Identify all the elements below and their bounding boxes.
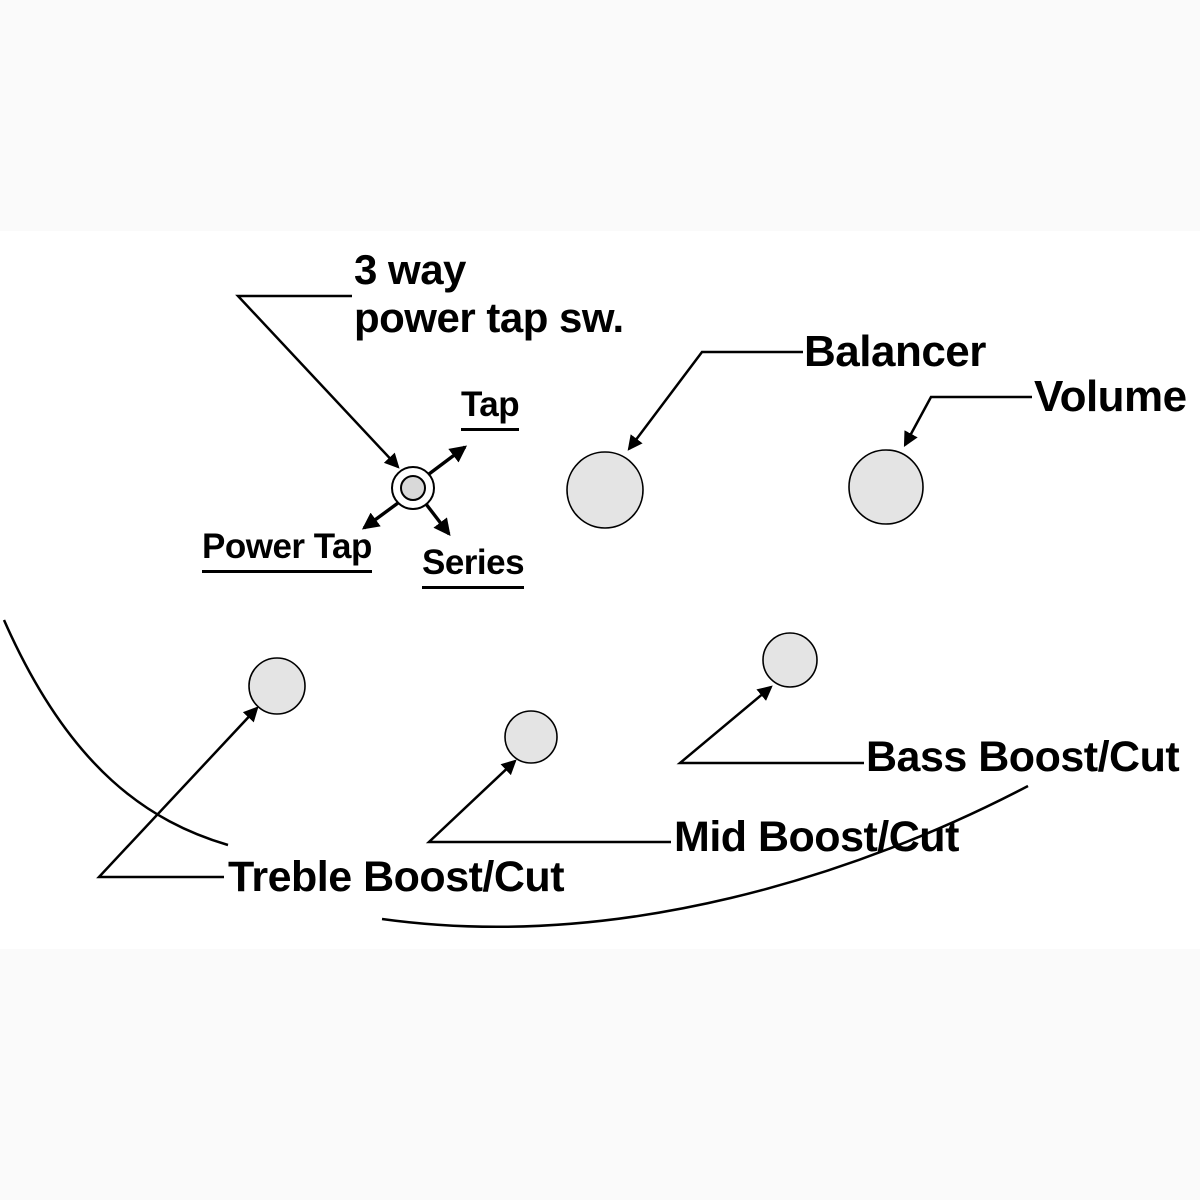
body-outline-curve-left <box>2 619 229 847</box>
mid-knob <box>504 710 558 764</box>
pointer-arrow-mid <box>425 759 671 844</box>
pointer-arrow-balancer <box>627 350 803 451</box>
pointer-arrow-3way-switch <box>235 294 400 469</box>
power-tap-position-label: Power Tap <box>202 528 372 573</box>
body-outline-curve-bottom <box>381 784 1029 928</box>
tap-position-label: Tap <box>461 386 520 431</box>
switch-arrow-power-tap-icon <box>361 501 400 530</box>
three-way-switch-label-line2: power tap sw. <box>354 294 624 341</box>
balancer-knob <box>566 451 644 529</box>
pointer-arrow-bass <box>676 685 864 765</box>
bass-boost-cut-label: Bass Boost/Cut <box>866 733 1180 781</box>
switch-arrow-tap-icon <box>427 445 468 476</box>
bass-knob <box>762 632 818 688</box>
three-way-switch-label-line1: 3 way <box>354 246 466 293</box>
bottom-background-band <box>0 949 1200 1200</box>
volume-knob <box>848 449 924 525</box>
pointer-arrow-volume <box>903 395 1032 447</box>
treble-knob <box>248 657 306 715</box>
power-tap-switch-tip <box>400 475 426 501</box>
treble-boost-cut-label: Treble Boost/Cut <box>228 853 565 901</box>
pointer-arrow-treble <box>96 706 259 879</box>
mid-boost-cut-label: Mid Boost/Cut <box>674 813 959 861</box>
three-way-switch-label: 3 way power tap sw. <box>354 246 624 342</box>
series-position-label: Series <box>422 544 525 589</box>
balancer-label: Balancer <box>804 327 986 376</box>
top-background-band <box>0 0 1200 231</box>
switch-arrow-series-icon <box>424 502 451 537</box>
volume-label: Volume <box>1034 372 1187 421</box>
